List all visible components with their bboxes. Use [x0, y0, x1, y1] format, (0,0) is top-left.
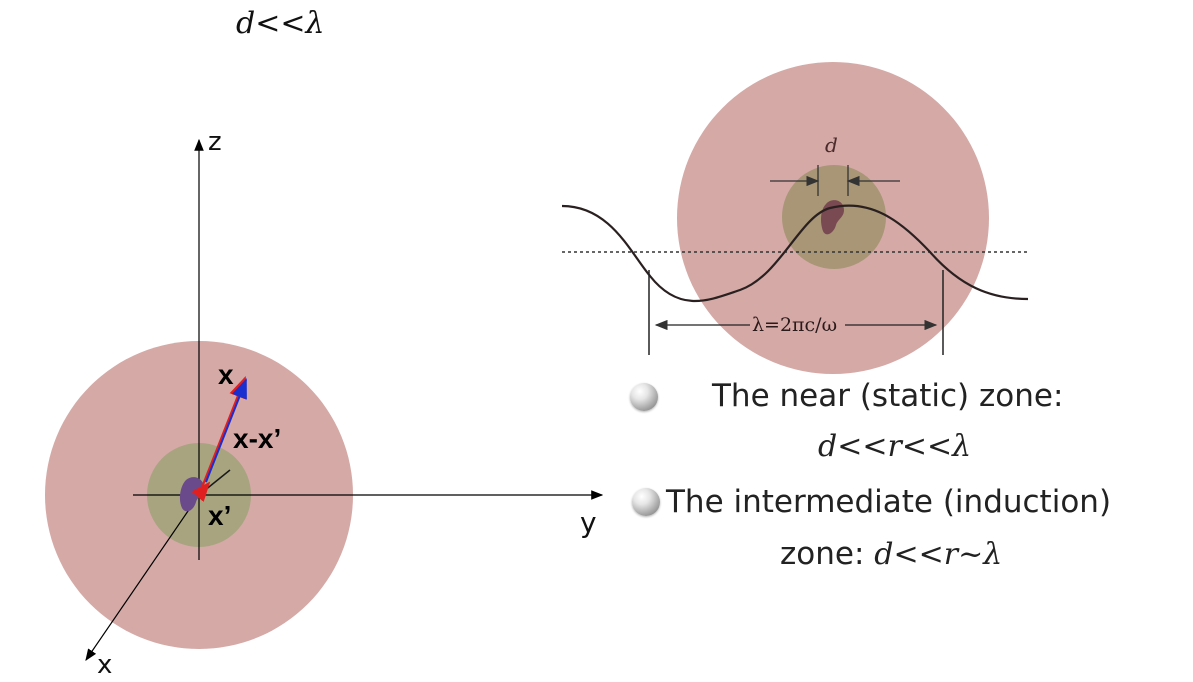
- zone-near-condition: d<<r<<λ: [818, 429, 972, 464]
- sine-wave: [561, 204, 1029, 302]
- axis-y-label: y: [580, 506, 597, 539]
- axis-z-label: z: [208, 127, 222, 157]
- zone-intermediate-line2-text: zone:: [780, 536, 875, 572]
- vector-xprime-label: x’: [208, 500, 232, 531]
- zone-intermediate-text: The intermediate (induction): [666, 484, 1112, 520]
- zone-near-text: The near (static) zone:: [712, 378, 1064, 414]
- zone-intermediate-line2: zone: d<<r~λ: [780, 536, 1002, 572]
- left-diagram: [45, 138, 604, 661]
- vector-diff-label: x-x’: [233, 423, 282, 454]
- title-condition: d<<λ: [236, 6, 325, 41]
- right-diagram: [561, 62, 1029, 374]
- size-label-d: d: [825, 133, 838, 157]
- vector-xprime-red: [191, 481, 211, 502]
- bullet-sphere-icon: [630, 383, 658, 411]
- vector-x-blue: [205, 378, 247, 483]
- wavelength-label: λ=2πc/ω: [752, 314, 838, 336]
- bullet-sphere-icon: [632, 488, 660, 516]
- vector-x-label: x: [218, 359, 234, 390]
- zone-intermediate-condition: d<<r~λ: [874, 537, 1003, 572]
- x-axis: [85, 494, 200, 661]
- axis-x-label: x: [97, 650, 113, 680]
